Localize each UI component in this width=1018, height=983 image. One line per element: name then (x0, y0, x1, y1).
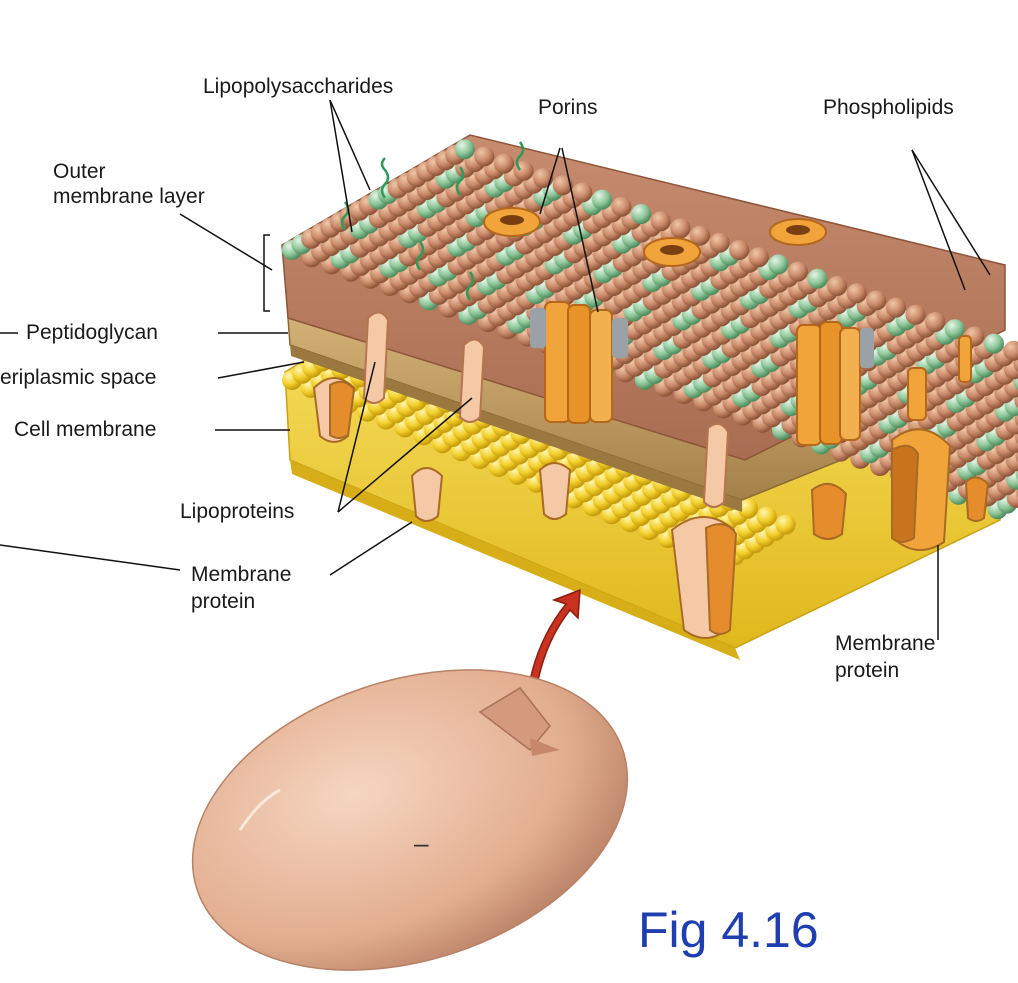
label-periplasmic-space: eriplasmic space (0, 366, 156, 390)
cell-charge-mark: – (414, 828, 428, 859)
label-porins: Porins (538, 96, 598, 120)
lipid-head (984, 334, 1004, 354)
label-cell-membrane: Cell membrane (14, 418, 156, 442)
lipid-head (866, 290, 886, 310)
lipid-head (631, 204, 651, 224)
lipid-head (494, 154, 514, 174)
lipid-head (474, 146, 494, 166)
lipid-head (886, 298, 906, 318)
lipid-head (788, 262, 808, 282)
lipid-head (808, 269, 828, 289)
label-membrane-protein-left-line1: Membrane (191, 563, 291, 587)
lipid-head (651, 211, 671, 231)
lipid-head (827, 276, 847, 296)
lipid-head (768, 254, 788, 274)
label-membrane-protein-right-line1: Membrane (835, 632, 935, 656)
label-membrane-protein-right-line2: protein (835, 659, 899, 683)
lipid-head (776, 515, 796, 535)
lipid-head (749, 247, 769, 267)
label-lipoproteins: Lipoproteins (180, 500, 294, 524)
lipid-head (670, 218, 690, 238)
label-phospholipids: Phospholipids (823, 96, 954, 120)
lipid-head (710, 233, 730, 253)
lipid-head (592, 190, 612, 210)
label-membrane-protein-left-line2: protein (191, 590, 255, 614)
lipid-head (572, 182, 592, 202)
lipid-head (757, 507, 777, 527)
lipid-head (925, 312, 945, 332)
lipid-head (847, 283, 867, 303)
label-lipopolysaccharides: Lipopolysaccharides (203, 75, 393, 99)
bacterial-cell (154, 618, 667, 978)
label-outer-membrane-line1: Outer (53, 160, 106, 184)
lipid-head (455, 139, 475, 159)
lipid-head (729, 240, 749, 260)
label-outer-membrane-line2: membrane layer (53, 185, 205, 209)
lipid-head (612, 197, 632, 217)
figure-caption: Fig 4.16 (638, 900, 819, 960)
label-peptidoglycan: Peptidoglycan (26, 321, 158, 345)
lipid-head (906, 305, 926, 325)
